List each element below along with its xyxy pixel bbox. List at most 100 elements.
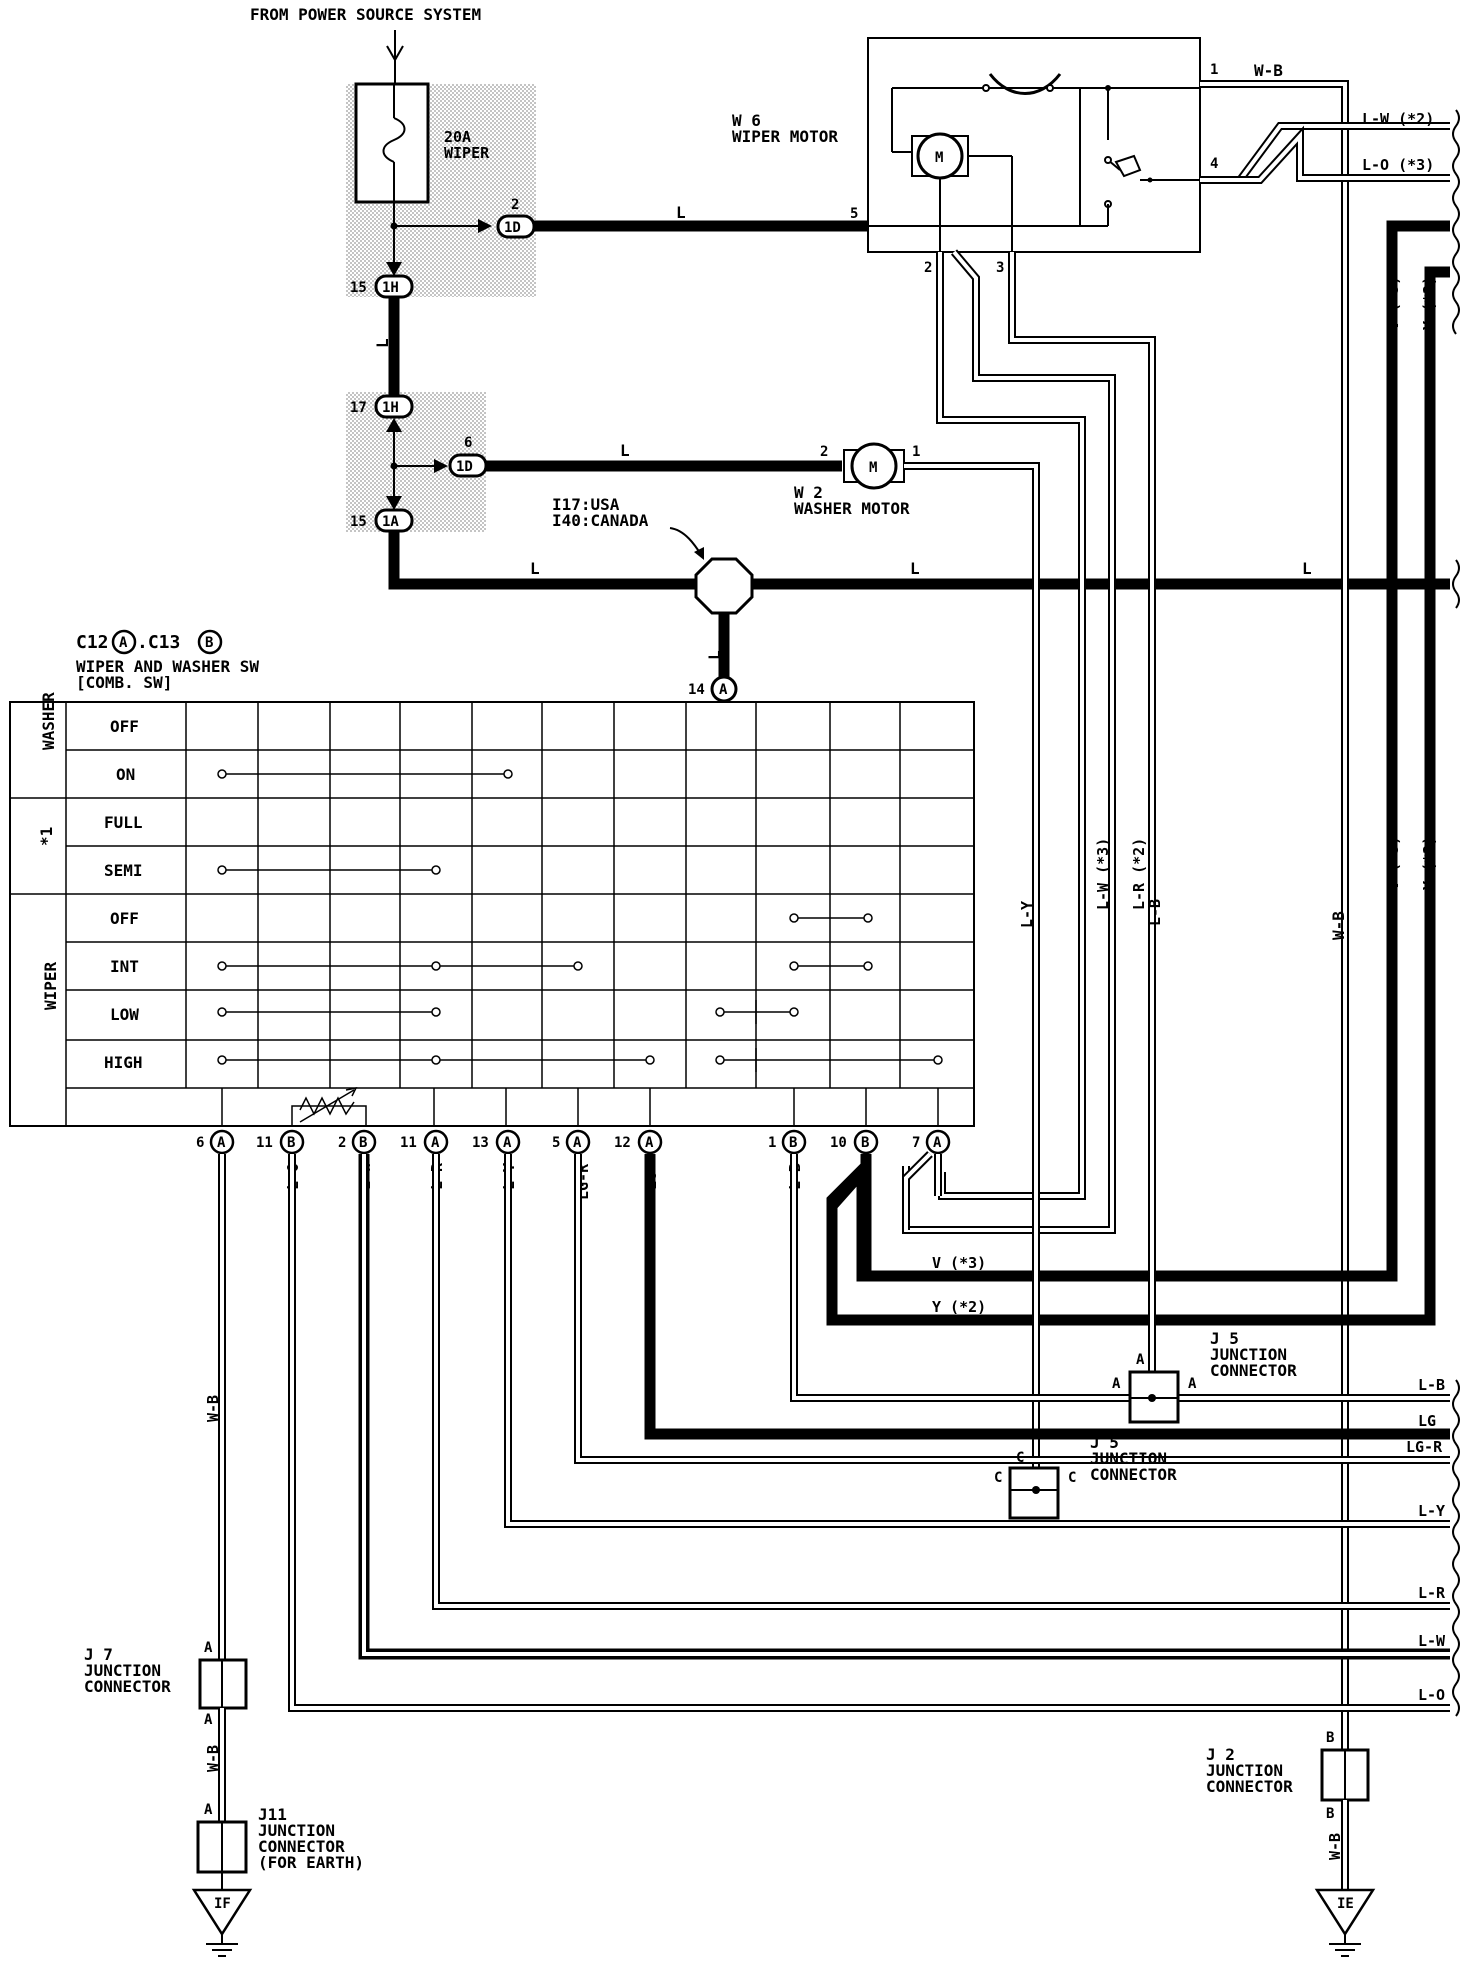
- j5c-pin-left: C: [994, 1470, 1002, 1486]
- group-label-wiper: WIPER: [41, 961, 60, 1010]
- svg-text:B: B: [789, 1135, 797, 1151]
- output-ly: L-Y: [1418, 1502, 1445, 1520]
- junction-octagon: [694, 557, 754, 615]
- wire-label-wb-left: W-B: [204, 1395, 222, 1422]
- junction-j5-a: [1128, 1370, 1180, 1424]
- svg-text:7: 7: [912, 1135, 920, 1151]
- wiper-motor-name: WIPER MOTOR: [732, 127, 838, 146]
- continuity-marks: [217, 769, 943, 1072]
- output-lgr: LG-R: [1406, 1438, 1443, 1456]
- wire-label-l-bus-2: L: [910, 559, 920, 578]
- svg-text:1H: 1H: [382, 400, 399, 416]
- svg-text:1D: 1D: [456, 459, 473, 475]
- washer-pin-1: 1: [912, 444, 920, 460]
- svg-text:6: 6: [196, 1135, 204, 1151]
- group-label-washer: WASHER: [39, 692, 58, 750]
- j11-code: J11: [258, 1805, 287, 1824]
- junction-note-usa: I17:USA: [552, 495, 620, 514]
- svg-text:B: B: [287, 1135, 295, 1151]
- wiper-pin-5: 5: [850, 206, 858, 222]
- j5a-name2: CONNECTOR: [1210, 1361, 1297, 1380]
- wiper-motor-box: M: [867, 37, 1201, 253]
- j11-name1: JUNCTION: [258, 1821, 335, 1840]
- row-washer-on: ON: [116, 765, 135, 784]
- wire-label-y2-mid: Y (*2): [1420, 836, 1438, 890]
- washer-motor-code: W 2: [794, 483, 823, 502]
- output-lo: L-O: [1418, 1686, 1445, 1704]
- wire-label-lw3: L-W (*3): [1094, 838, 1112, 910]
- switch-code-mid: .C13: [137, 632, 180, 653]
- j11-name2: CONNECTOR: [258, 1837, 345, 1856]
- wire-label-l-top: L: [676, 203, 686, 222]
- j5a-pin-top: A: [1136, 1352, 1145, 1368]
- connector-1a: 1A: [374, 508, 414, 533]
- wire-label-v3-mid: V (*3): [1384, 836, 1402, 890]
- connector-1h-mid: 1H: [374, 394, 414, 419]
- ground-if-label: IF: [214, 1896, 231, 1912]
- wire-label-lw2: L-W (*2): [1362, 110, 1434, 128]
- j2-name1: JUNCTION: [1206, 1761, 1283, 1780]
- wire-label-lo3: L-O (*3): [1362, 156, 1434, 174]
- junction-j11: [196, 1820, 248, 1874]
- washer-motor-symbol: M: [869, 460, 877, 476]
- wiper-fuse: [354, 82, 430, 204]
- j11-name3: (FOR EARTH): [258, 1853, 364, 1872]
- wire-label-wb-vertical: W-B: [1329, 911, 1348, 940]
- svg-text:1: 1: [768, 1135, 776, 1151]
- wiper-pin-4: 4: [1210, 156, 1218, 172]
- row-int: INT: [110, 957, 139, 976]
- wire-label-wb-j7: W-B: [204, 1745, 222, 1772]
- j2-code: J 2: [1206, 1745, 1235, 1764]
- switch-top-pin-num: 14: [688, 682, 705, 698]
- switch-code-a: A: [119, 635, 128, 651]
- pin-1d-top-number: 2: [511, 197, 519, 213]
- j5a-code: J 5: [1210, 1329, 1239, 1348]
- right-edge-breaks: [1452, 109, 1460, 1717]
- row-semi: SEMI: [104, 861, 143, 880]
- wire-label-wb-top: W-B: [1254, 61, 1283, 80]
- pin-1a-number: 15: [350, 514, 367, 530]
- switch-bottom-pins: A 6 B 11 B 2 A 11 A 13 A 5 A 12 B 1 B 10…: [196, 1129, 951, 1155]
- washer-motor: M: [843, 442, 905, 490]
- wire-label-lr2: L-R (*2): [1130, 838, 1148, 910]
- svg-text:A: A: [933, 1135, 942, 1151]
- j11-pin-top: A: [204, 1802, 213, 1818]
- row-wiper-off: OFF: [110, 909, 139, 928]
- svg-text:B: B: [359, 1135, 367, 1151]
- svg-text:A: A: [217, 1135, 226, 1151]
- j2-pin-top: B: [1326, 1730, 1334, 1746]
- j7-pin-bottom: A: [204, 1712, 213, 1728]
- junction-note-canada: I40:CANADA: [552, 511, 649, 530]
- output-lg: LG: [1418, 1412, 1436, 1430]
- wiper-motor-code: W 6: [732, 111, 761, 130]
- svg-text:A: A: [573, 1135, 582, 1151]
- junction-j5-c: [1008, 1466, 1060, 1520]
- pin-1d-mid-number: 6: [464, 435, 472, 451]
- wire-label-l-bus-1: L: [530, 559, 540, 578]
- connector-1d-top: 1D: [496, 214, 536, 239]
- j7-pin-top: A: [204, 1640, 213, 1656]
- connector-1h-top: 1H: [374, 274, 414, 299]
- wiper-pin-1: 1: [1210, 62, 1218, 78]
- j5c-pin-top: C: [1016, 1450, 1024, 1466]
- svg-text:A: A: [503, 1135, 512, 1151]
- wire-label-ly-vertical: L-Y: [1018, 901, 1036, 928]
- wire-label-l-vertical: L: [373, 338, 392, 348]
- washer-motor-name: WASHER MOTOR: [794, 499, 910, 518]
- j2-name2: CONNECTOR: [1206, 1777, 1293, 1796]
- output-lw: L-W: [1418, 1632, 1446, 1650]
- wire-label-lb-vertical: L-B: [1146, 899, 1164, 926]
- junction-j7: [198, 1658, 248, 1710]
- j7-name2: CONNECTOR: [84, 1677, 171, 1696]
- j5c-code: J 5: [1090, 1433, 1119, 1452]
- wire-label-v3-bottom: V (*3): [932, 1254, 986, 1272]
- wire-label-l-bus-3: L: [1302, 559, 1312, 578]
- svg-text:1D: 1D: [504, 220, 521, 236]
- j5c-pin-right: C: [1068, 1470, 1076, 1486]
- j5a-name1: JUNCTION: [1210, 1345, 1287, 1364]
- j7-name1: JUNCTION: [84, 1661, 161, 1680]
- fuse-name: WIPER: [444, 144, 490, 162]
- ground-ie-icon: [1314, 1888, 1376, 1957]
- svg-text:A: A: [645, 1135, 654, 1151]
- svg-text:5: 5: [552, 1135, 560, 1151]
